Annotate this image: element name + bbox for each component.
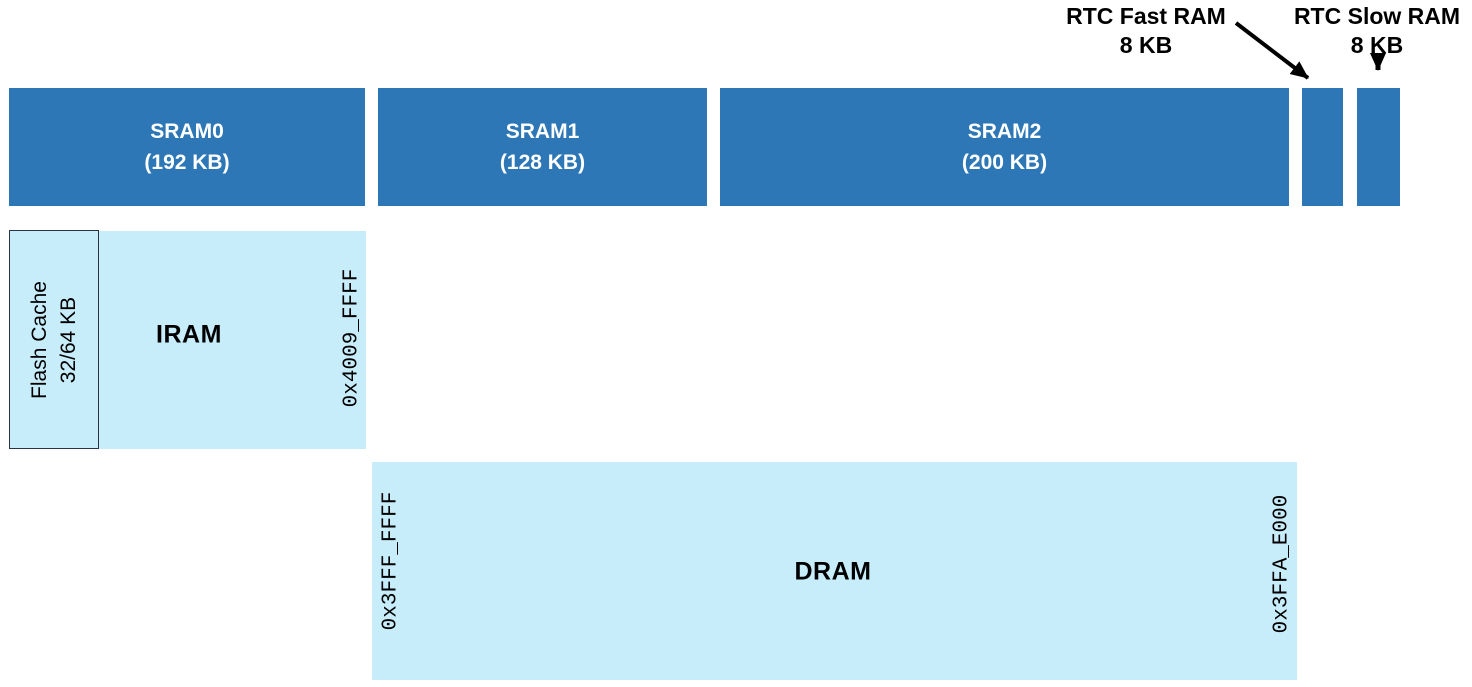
rtc-slow-ram-bank [1357, 88, 1400, 206]
sram1-bank: SRAM1 (128 KB) [378, 88, 707, 206]
flash-cache-label: Flash Cache 32/64 KB [25, 281, 83, 399]
sram1-name: SRAM1 [505, 120, 580, 143]
sram2-name: SRAM2 [967, 120, 1042, 143]
flash-cache-label-line1: Flash Cache [28, 280, 52, 399]
sram2-size: (200 KB) [961, 151, 1048, 174]
rtc-slow-ram-size: 8 KB [1350, 32, 1404, 58]
dram-end-address: 0x3FFA_E000 [1270, 494, 1294, 634]
sram2-bank: SRAM2 (200 KB) [720, 88, 1289, 206]
iram-label: IRAM [156, 320, 222, 349]
iram-region-box [99, 231, 366, 449]
rtc-fast-ram-title: RTC Fast RAM [1066, 3, 1226, 29]
sram1-size: (128 KB) [499, 151, 586, 174]
sram0-size: (192 KB) [144, 151, 230, 174]
rtc-fast-ram-bank [1302, 88, 1343, 206]
sram0-bank: SRAM0 (192 KB) [9, 88, 365, 206]
dram-start-address: 0x3FFF_FFFF [379, 491, 403, 631]
rtc-fast-ram-callout: RTC Fast RAM 8 KB [1041, 2, 1251, 60]
rtc-slow-ram-title: RTC Slow RAM [1293, 3, 1461, 29]
rtc-slow-ram-callout: RTC Slow RAM 8 KB [1272, 2, 1472, 60]
flash-cache-label-line2: 32/64 KB [57, 296, 81, 383]
dram-label: DRAM [794, 557, 872, 586]
rtc-fast-ram-size: 8 KB [1119, 32, 1173, 58]
sram0-name: SRAM0 [150, 120, 224, 143]
flash-cache-box: Flash Cache 32/64 KB [9, 230, 99, 449]
dram-region-box [372, 462, 1297, 680]
iram-end-address: 0x4009_FFFF [340, 268, 364, 408]
